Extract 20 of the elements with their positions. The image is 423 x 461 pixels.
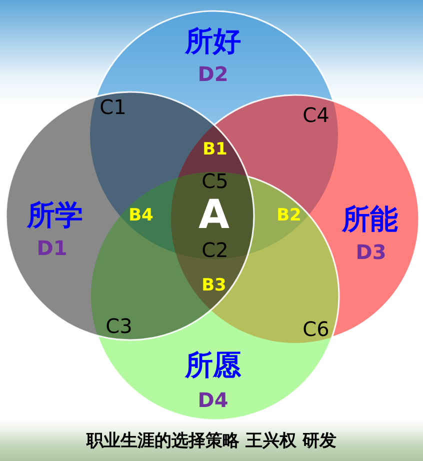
circle-code: D2 [198,63,228,85]
circle-code: D1 [36,237,68,259]
center-label: A [198,193,230,237]
circle-code: D3 [356,241,386,263]
region-label: B3 [202,276,226,296]
circle-code: D4 [198,389,228,411]
region-label: B2 [276,206,302,226]
circle-title: 所能 [342,204,398,236]
circle-title: 所学 [27,200,83,232]
circle-title: 所好 [185,26,241,58]
region-label: B1 [202,140,228,160]
region-label: C4 [302,104,330,126]
caption: 职业生涯的选择策略 王兴权 研发 [86,431,336,452]
region-label: C2 [202,239,228,261]
region-label: C5 [202,170,228,192]
region-label: C3 [106,315,132,337]
region-label: C6 [302,318,330,340]
region-label: C1 [100,96,126,118]
region-label: B4 [128,206,154,226]
circle-title: 所愿 [185,350,241,382]
